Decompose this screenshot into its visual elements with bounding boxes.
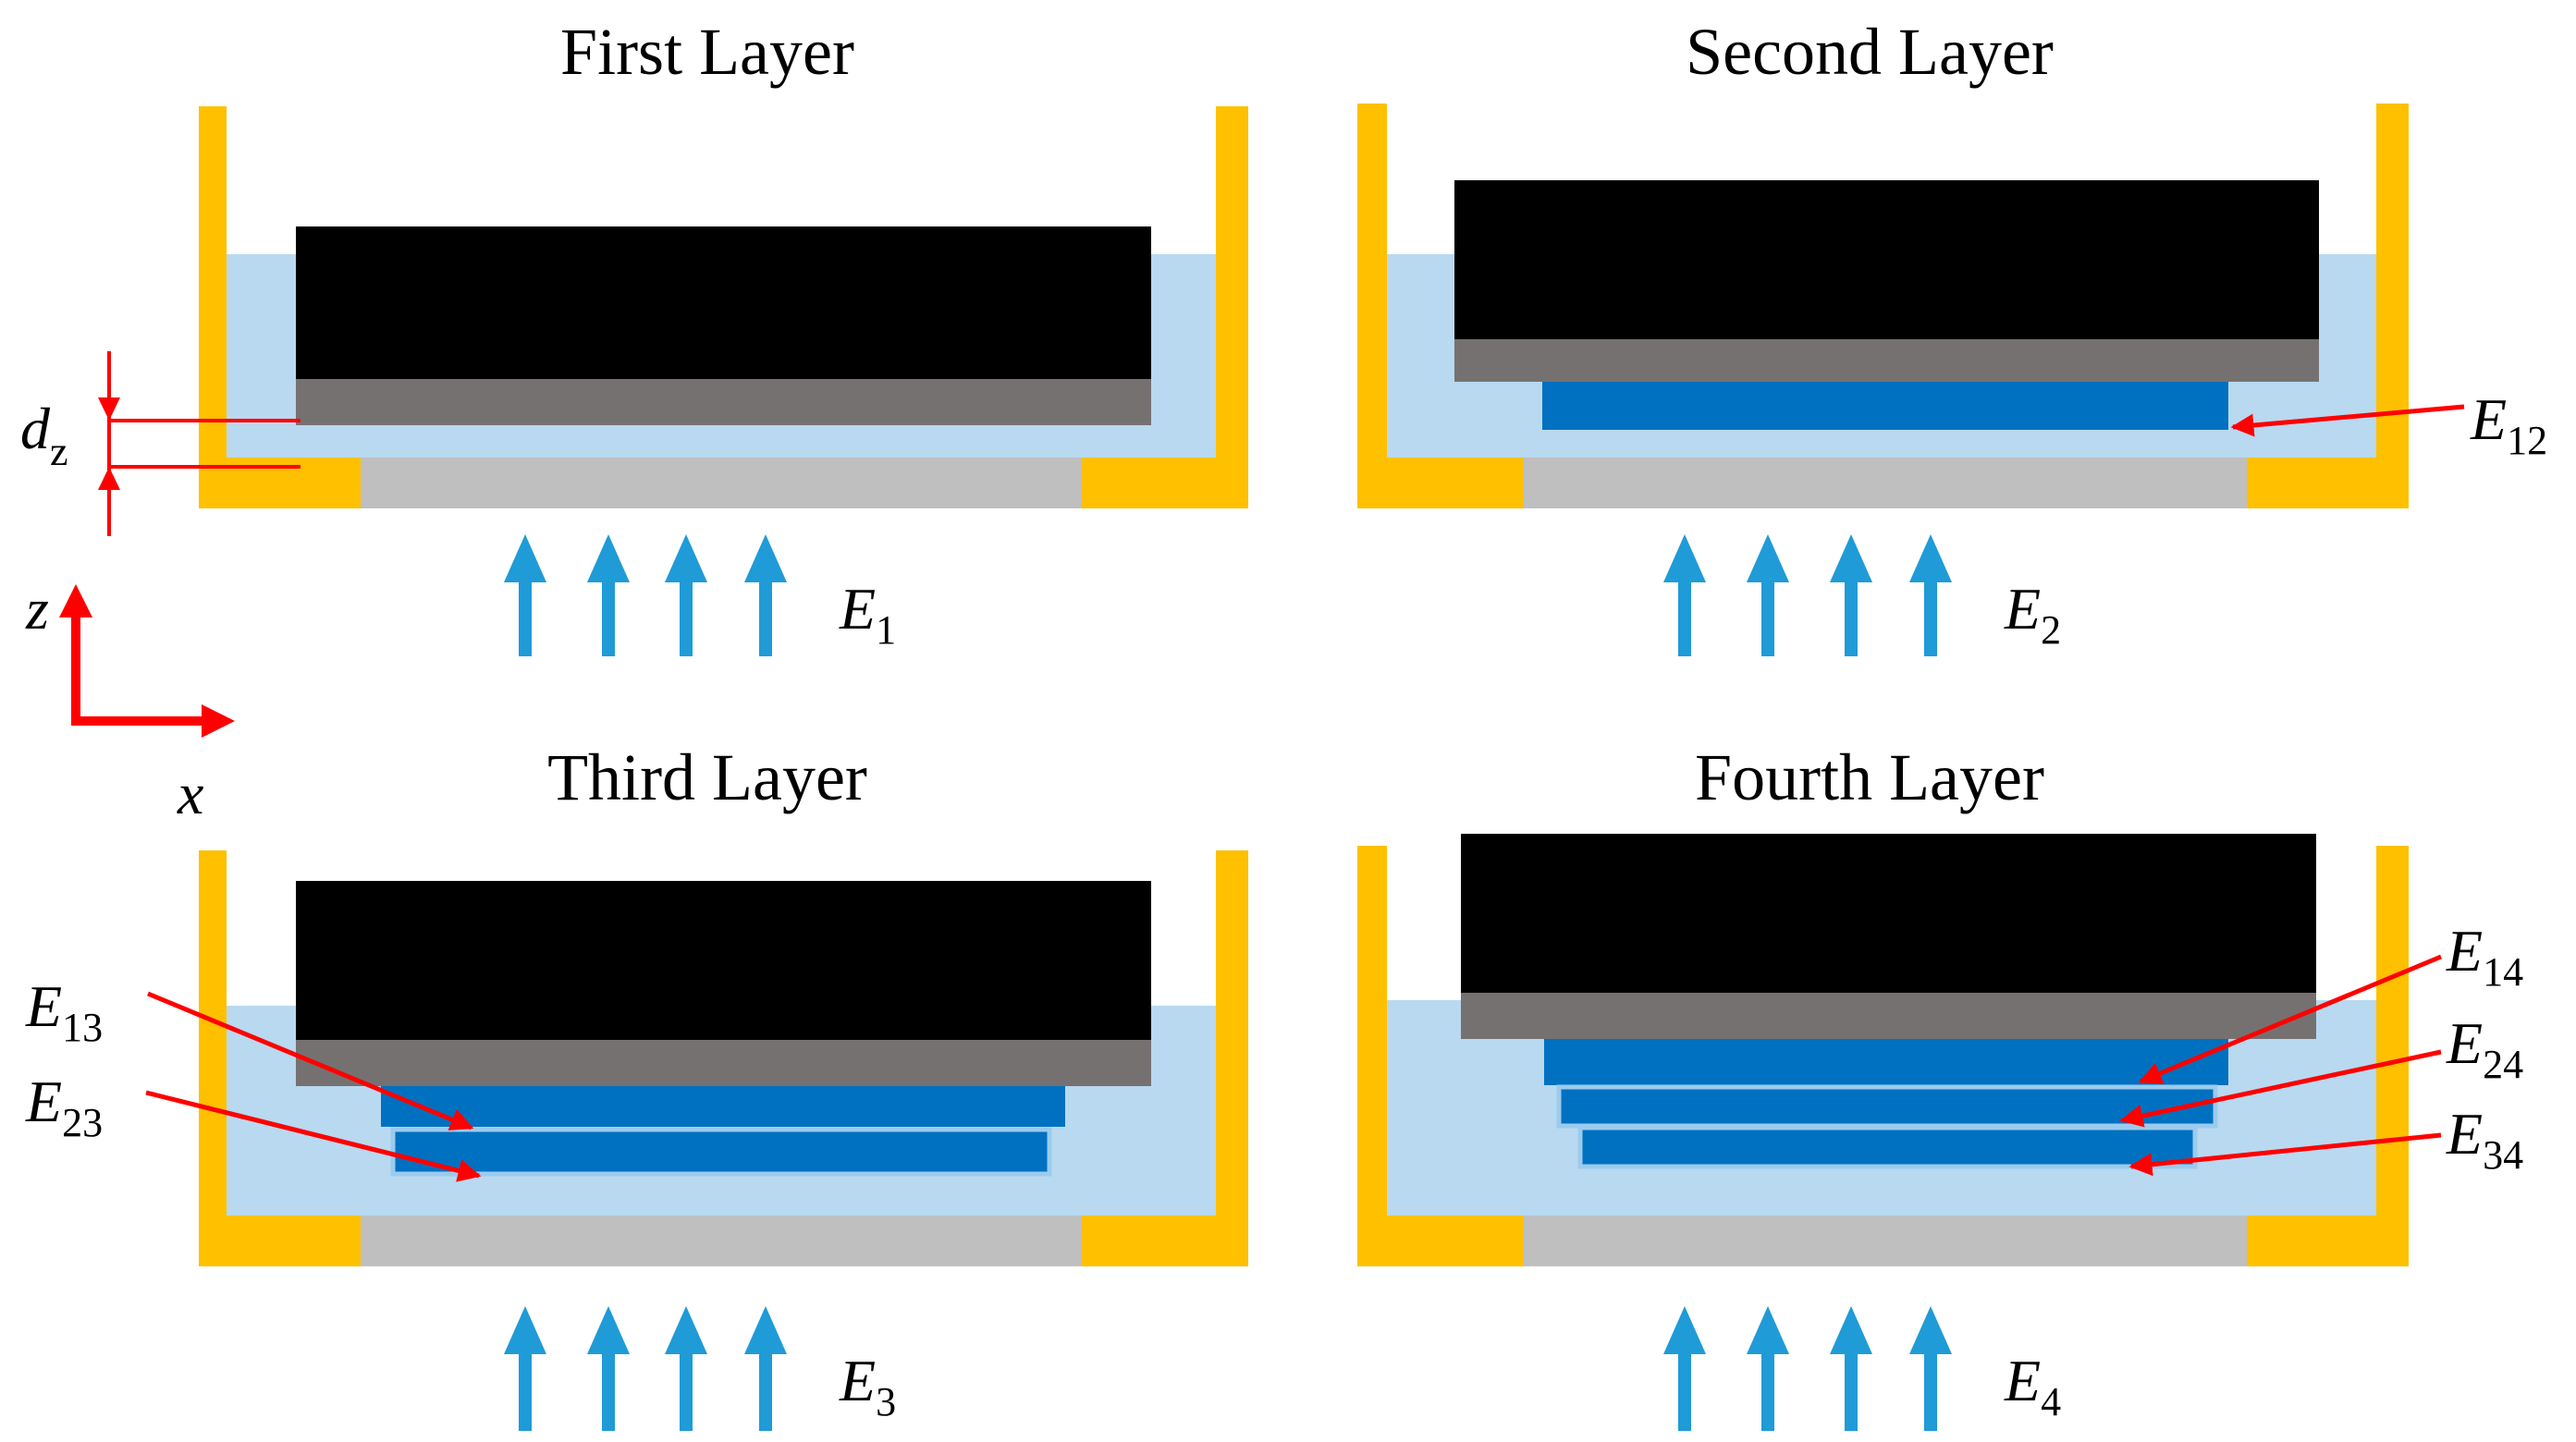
energy-label-E2: E2 <box>2004 576 2061 653</box>
uv-arrow <box>1663 1306 1706 1431</box>
cured-layer-2 <box>1556 1084 2218 1129</box>
uv-arrows <box>504 534 787 656</box>
plate-film <box>296 1040 1151 1086</box>
plate-film <box>1461 993 2316 1039</box>
vat-wall-right <box>1082 850 1248 1266</box>
uv-arrows <box>1663 1306 1952 1431</box>
dz-label: dz <box>20 396 68 474</box>
uv-arrow <box>1747 1306 1789 1431</box>
uv-arrow <box>504 1306 546 1431</box>
pointer-E34 <box>2128 1132 2442 1177</box>
vat-wall-right <box>1082 106 1248 508</box>
uv-arrow <box>1909 534 1952 656</box>
energy-label-E4: E4 <box>2004 1348 2061 1424</box>
plate-film <box>1454 339 2319 382</box>
uv-arrow <box>504 534 546 656</box>
pointer-E12 <box>2230 404 2465 437</box>
pointer-E14 <box>2138 954 2442 1084</box>
uv-arrow <box>744 534 787 656</box>
build-plate <box>296 881 1151 1040</box>
z-axis-label: z <box>25 576 49 642</box>
cured-layer-3 <box>1577 1125 2198 1169</box>
dz-annotation: dz <box>20 351 301 536</box>
pointer-E24 <box>2119 1049 2442 1128</box>
panel-fourth-layer: Fourth Layer E14 E24 E34 E4 <box>1357 740 2523 1431</box>
title-second-layer: Second Layer <box>1686 15 2054 89</box>
panel-third-layer: Third Layer E13 E23 E3 <box>25 740 1248 1431</box>
uv-arrows <box>504 1306 787 1431</box>
uv-arrows <box>1663 534 1952 656</box>
vat-wall-right <box>2247 846 2409 1266</box>
energy-label-E1: E1 <box>839 576 896 653</box>
energy-label-E3: E3 <box>839 1348 896 1424</box>
energy-label-E24: E24 <box>2446 1010 2523 1087</box>
cured-layer-1 <box>1542 382 2228 430</box>
vat-wall-left <box>1357 104 1524 508</box>
uv-arrow <box>1747 534 1789 656</box>
title-third-layer: Third Layer <box>547 740 867 814</box>
build-plate <box>296 226 1151 379</box>
uv-arrow <box>744 1306 787 1431</box>
cured-layer-1 <box>1544 1039 2228 1085</box>
uv-arrow <box>1909 1306 1952 1431</box>
vat-wall-right <box>2247 104 2409 508</box>
uv-arrow <box>1830 534 1872 656</box>
energy-label-E14: E14 <box>2446 918 2523 995</box>
build-plate <box>1454 180 2319 339</box>
plate-film <box>296 379 1151 425</box>
vat-wall-left <box>199 850 361 1266</box>
panel-first-layer: First Layer dz E1 <box>20 15 1248 656</box>
energy-label-E34: E34 <box>2446 1101 2523 1178</box>
uv-arrow <box>1663 534 1706 656</box>
energy-label-E13: E13 <box>25 973 103 1050</box>
vat-window <box>361 458 1082 508</box>
panel-second-layer: Second Layer E12 E2 <box>1357 15 2547 656</box>
vat-window <box>1524 1216 2247 1266</box>
axes: z x <box>25 576 235 826</box>
vat-window <box>361 1216 1082 1266</box>
uv-arrow <box>587 534 630 656</box>
cured-layer-2 <box>390 1127 1052 1177</box>
uv-arrow <box>1830 1306 1872 1431</box>
energy-label-E12: E12 <box>2470 386 2547 463</box>
title-fourth-layer: Fourth Layer <box>1695 740 2044 814</box>
uv-arrow <box>665 1306 707 1431</box>
uv-arrow <box>665 534 707 656</box>
title-first-layer: First Layer <box>560 15 854 89</box>
uv-arrow <box>587 1306 630 1431</box>
vat-window <box>1524 458 2247 508</box>
energy-label-E23: E23 <box>25 1069 103 1145</box>
build-plate <box>1461 834 2316 993</box>
pointer-E13 <box>147 991 474 1130</box>
x-axis-label: x <box>177 761 203 826</box>
pointer-E23 <box>145 1090 482 1182</box>
cured-layer-1 <box>381 1086 1065 1127</box>
vat-wall-left <box>1357 846 1524 1266</box>
